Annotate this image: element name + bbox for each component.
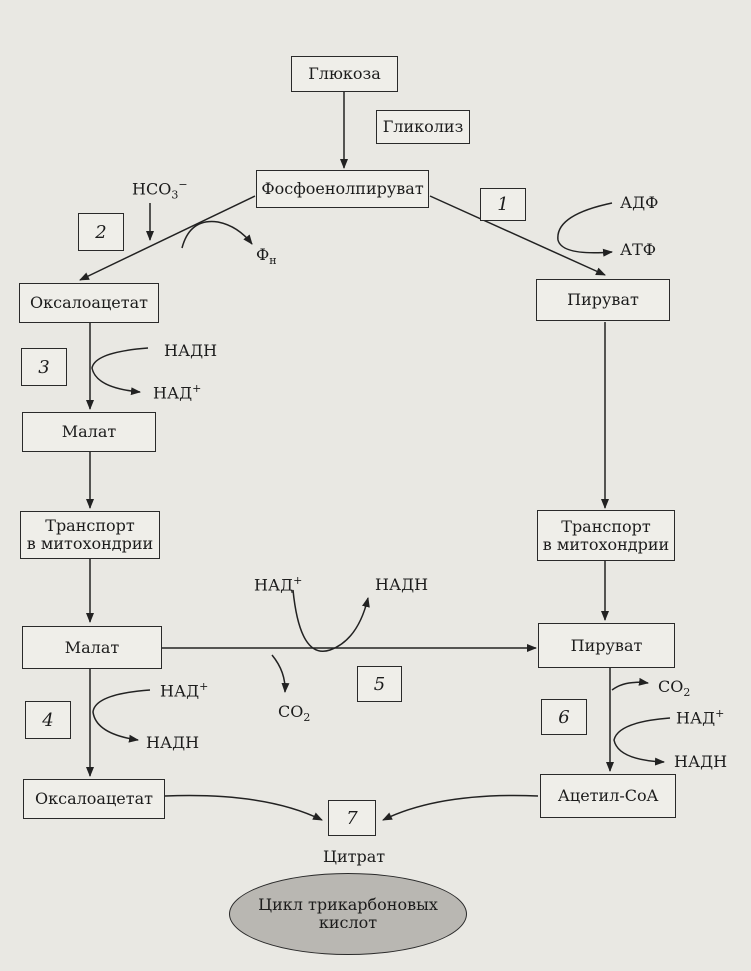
step-3-box: 3: [21, 348, 67, 386]
nad-step3-sup: +: [192, 382, 202, 395]
tca-line1: Цикл трикарбоновых: [258, 895, 438, 914]
glycolysis-label: Гликолиз: [382, 117, 464, 136]
pi-base: Ф: [256, 245, 270, 264]
transport-right-line2: в митохондрии: [542, 534, 670, 554]
step-5-box: 5: [357, 666, 402, 702]
arrow-pep-pyruvate: [429, 195, 606, 276]
pyruvate-top-label: Пируват: [567, 290, 639, 309]
nad-step5-sup: +: [293, 574, 303, 587]
malate-mito-box: Малат: [22, 626, 162, 669]
tca-cycle-ellipse: Цикл трикарбоновых кислот: [229, 873, 467, 955]
acetyl-coa-box: Ацетил-CoA: [540, 774, 676, 818]
step-2-box: 2: [78, 213, 124, 251]
nad-step3-base: НАД: [153, 383, 193, 403]
glucose-box: Глюкоза: [291, 56, 398, 92]
atp-label: АТФ: [620, 240, 657, 259]
glucose-label: Глюкоза: [308, 64, 381, 83]
pyruvate-mito-label: Пируват: [570, 635, 643, 655]
nadh-step6-label: НАДН: [674, 752, 728, 771]
malate-mito-label: Малат: [64, 637, 120, 657]
acetyl-coa-label: Ацетил-CoA: [557, 786, 659, 805]
step-1-box: 1: [480, 188, 526, 221]
step-4-label: 4: [42, 709, 54, 731]
hco3-label: HCO3−: [132, 178, 188, 202]
malate-cyto-box: Малат: [22, 412, 156, 452]
citrate-label: Цитрат: [323, 847, 386, 866]
co2-step5-base: CO: [278, 702, 304, 721]
adp-label: АДФ: [620, 193, 659, 212]
co2-step6-sub: 2: [683, 686, 691, 700]
nad-step6-label: НАД+: [676, 707, 724, 727]
oxaloacetate-bottom-label: Оксалоацетат: [35, 789, 153, 808]
nadh-step3-label: НАДН: [164, 341, 218, 360]
arrow-pi-out: [181, 220, 253, 249]
step-1-label: 1: [497, 194, 509, 215]
nad-step3-label: НАД+: [153, 382, 201, 402]
nad-step5-base: НАД: [254, 575, 294, 595]
oxaloacetate-top-label: Оксалоацетат: [30, 293, 148, 312]
arrow-co2-out-6: [611, 677, 649, 691]
step-2-label: 2: [95, 221, 107, 243]
transport-left-box: Транспорт в митохондрии: [20, 511, 160, 559]
hco3-base: HCO: [132, 179, 172, 199]
glycolysis-box: Гликолиз: [376, 110, 470, 144]
tca-line2: кислот: [318, 913, 378, 932]
pep-box: Фосфоенолпируват: [256, 170, 429, 208]
nad-step4-sup: +: [199, 680, 209, 693]
step-6-label: 6: [558, 706, 570, 728]
malate-cyto-label: Малат: [61, 422, 117, 441]
pi-label: Фн: [256, 245, 277, 267]
co2-step5-label: CO2: [278, 702, 310, 724]
pyruvate-mito-box: Пируват: [538, 623, 675, 668]
arrow-acetylcoa-citrate: [382, 794, 539, 821]
transport-right-box: Транспорт в митохондрии: [537, 510, 675, 561]
arrow-nad-nadh-6: [613, 717, 671, 766]
nadh-step5-label: НАДН: [375, 575, 429, 594]
oxaloacetate-bottom-box: Оксалоацетат: [23, 779, 165, 819]
oxaloacetate-top-box: Оксалоацетат: [19, 283, 159, 323]
transport-right-line1: Транспорт: [561, 516, 651, 536]
arrow-nad-nadh-4: [92, 689, 151, 743]
co2-step6-label: CO2: [658, 677, 690, 699]
nadh-step4-label: НАДН: [146, 733, 200, 752]
transport-left-line1: Транспорт: [45, 516, 135, 535]
step-4-box: 4: [25, 701, 71, 739]
step-7-label: 7: [346, 807, 358, 829]
arrow-pep-oxaloacetate: [79, 195, 256, 281]
nad-step4-base: НАД: [160, 681, 200, 701]
nad-step5-label: НАД+: [254, 574, 302, 594]
arrow-adp-atp: [557, 202, 613, 257]
step-6-box: 6: [541, 699, 587, 735]
step-7-box: 7: [328, 800, 376, 836]
pyruvate-top-box: Пируват: [536, 279, 670, 321]
co2-step6-base: CO: [658, 677, 684, 696]
pep-label: Фосфоенолпируват: [261, 179, 424, 198]
transport-left-line2: в митохондрии: [26, 534, 154, 553]
arrow-nad-nadh-5: [292, 589, 370, 652]
step-5-label: 5: [373, 673, 386, 695]
nad-step6-sup: +: [715, 707, 725, 720]
arrow-oxaloacetate-citrate: [164, 794, 323, 821]
arrow-nadh-nad-3: [91, 347, 149, 396]
nad-step4-label: НАД+: [160, 680, 208, 700]
hco3-sup: −: [178, 178, 188, 191]
hco3-sub: 3: [171, 188, 179, 202]
nad-step6-base: НАД: [676, 708, 716, 728]
co2-step5-sub: 2: [303, 711, 311, 725]
arrow-co2-out-5: [271, 654, 290, 693]
pi-sub: н: [269, 254, 277, 268]
step-3-label: 3: [38, 356, 50, 378]
